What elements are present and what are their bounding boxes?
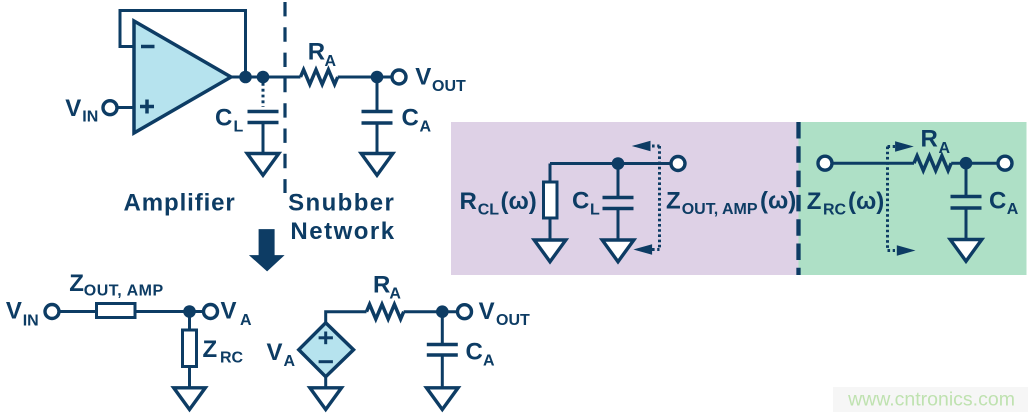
svg-text:R: R — [921, 126, 938, 153]
svg-text:(ω): (ω) — [501, 188, 537, 215]
svg-text:A: A — [240, 312, 252, 329]
svg-text:Amplifier: Amplifier — [124, 190, 236, 217]
svg-text:R: R — [308, 39, 325, 66]
svg-text:V: V — [479, 298, 495, 325]
svg-text:R: R — [460, 188, 477, 215]
svg-text:Z: Z — [69, 270, 84, 297]
svg-text:CL: CL — [478, 202, 500, 219]
svg-text:IN: IN — [23, 312, 39, 329]
svg-text:A: A — [284, 353, 296, 370]
svg-text:RC: RC — [220, 350, 244, 367]
svg-text:IN: IN — [82, 109, 98, 126]
svg-text:V: V — [6, 298, 22, 325]
svg-text:L: L — [234, 119, 244, 136]
svg-text:V: V — [415, 64, 431, 91]
svg-text:V: V — [221, 298, 237, 325]
svg-text:RC: RC — [823, 201, 847, 218]
svg-text:Snubber: Snubber — [288, 190, 395, 217]
svg-text:C: C — [215, 105, 232, 132]
svg-text:(ω): (ω) — [848, 188, 884, 215]
svg-text:(ω): (ω) — [760, 188, 796, 215]
svg-text:V: V — [267, 339, 283, 366]
svg-text:www.cntronics.com: www.cntronics.com — [847, 389, 1015, 411]
svg-text:OUT, AMP: OUT, AMP — [84, 283, 164, 300]
svg-text:OUT: OUT — [432, 78, 466, 95]
svg-text:C: C — [989, 187, 1006, 214]
svg-text:L: L — [590, 202, 600, 219]
svg-text:Z: Z — [203, 336, 218, 363]
svg-text:A: A — [325, 53, 337, 70]
svg-text:V: V — [65, 95, 81, 122]
svg-text:A: A — [420, 119, 432, 136]
svg-text:OUT: OUT — [496, 312, 530, 329]
svg-text:Z: Z — [807, 188, 822, 215]
svg-text:C: C — [572, 187, 589, 214]
svg-text:A: A — [1007, 201, 1019, 218]
svg-text:OUT, AMP: OUT, AMP — [682, 201, 758, 218]
svg-text:Z: Z — [666, 188, 681, 215]
svg-text:A: A — [389, 286, 401, 303]
svg-text:A: A — [939, 140, 951, 157]
svg-text:R: R — [373, 272, 390, 299]
svg-text:Network: Network — [290, 218, 395, 245]
svg-text:A: A — [483, 353, 495, 370]
svg-text:C: C — [402, 105, 419, 132]
svg-text:C: C — [466, 339, 483, 366]
